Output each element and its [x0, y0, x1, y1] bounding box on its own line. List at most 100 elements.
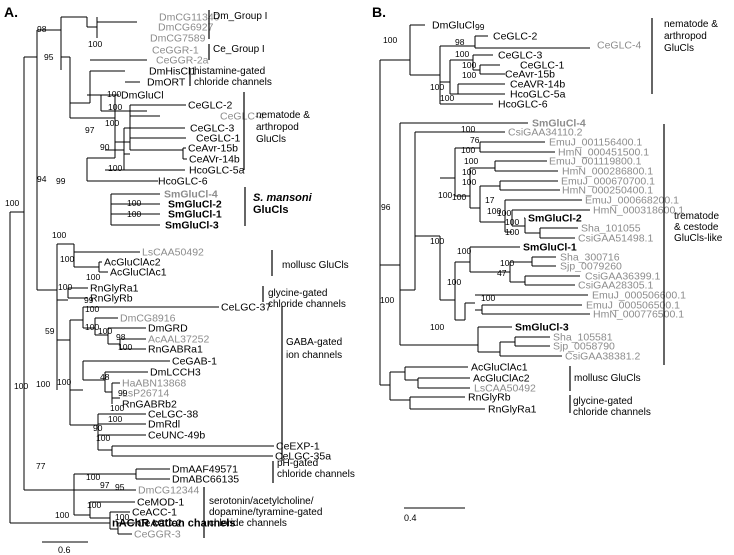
- leaf-label: LsCAA50492: [142, 247, 204, 259]
- leaf-label: HcoGLC-5a: [189, 165, 245, 177]
- bootstrap-value: 100: [440, 93, 454, 103]
- clade-annotation: ion channels: [286, 350, 342, 361]
- clade-annotation: arthropod: [664, 31, 707, 42]
- bootstrap-value: 99: [84, 295, 94, 305]
- leaf-label: EmuJ_000668200.1: [585, 195, 679, 207]
- bootstrap-value: 94: [37, 174, 47, 184]
- leaf-label: CeGLC-1: [520, 60, 565, 72]
- leaf-label: Sjp_0058790: [553, 341, 615, 353]
- clade-annotation: GluCls-like: [674, 233, 723, 244]
- clade-annotation: histamine-gated: [194, 66, 265, 77]
- leaf-label: DmCG11340: [159, 12, 220, 24]
- bootstrap-value: 95: [115, 482, 125, 492]
- bootstrap-value: 100: [500, 258, 514, 268]
- bootstrap-value: 100: [88, 39, 102, 49]
- bootstrap-value: 100: [461, 124, 475, 134]
- leaf-label: EmuJ_001119800.1: [549, 156, 642, 168]
- tree-a-branches: [9, 16, 274, 535]
- leaf-label: DmCG6927: [158, 22, 214, 34]
- bootstrap-value: 100: [5, 198, 19, 208]
- leaf-label: DmORT: [147, 77, 186, 89]
- bootstrap-value: 100: [115, 512, 129, 522]
- leaf-label: DmGluCl: [432, 20, 475, 32]
- bootstrap-value: 100: [430, 82, 444, 92]
- leaf-label: DmABC66135: [172, 474, 239, 486]
- bootstrap-value: 100: [455, 49, 469, 59]
- clade-annotation: & cestode: [674, 222, 719, 233]
- bootstrap-value: 100: [462, 177, 476, 187]
- bootstrap-value: 100: [457, 246, 471, 256]
- bootstrap-value: 100: [383, 35, 397, 45]
- bootstrap-value: 100: [108, 414, 122, 424]
- leaf-label: SmGluCl-2: [528, 213, 582, 225]
- clade-annotation: chloride channels: [573, 407, 651, 418]
- leaf-label: SmGluCl-3: [515, 322, 569, 334]
- leaf-label: HaABN13868: [122, 378, 186, 390]
- leaf-label: Sjp_0079260: [560, 261, 622, 273]
- bootstrap-value: 100: [60, 254, 74, 264]
- leaf-label: CeMOD-1: [137, 497, 184, 509]
- bootstrap-value: 99: [118, 388, 128, 398]
- leaf-label: HmN_000318600.1: [593, 205, 684, 217]
- leaf-label: AcAAL37252: [148, 334, 209, 346]
- bootstrap-value: 100: [481, 293, 495, 303]
- bootstrap-value: 100: [505, 217, 519, 227]
- bootstrap-value: 100: [438, 190, 452, 200]
- leaf-label: CeAVr-14b: [189, 154, 240, 166]
- leaf-label: CeGLC-4: [597, 40, 642, 52]
- clade-annotation: GABA-gated: [286, 337, 342, 348]
- clade-annotation: glycine-gated: [573, 396, 632, 407]
- bootstrap-value: 47: [497, 268, 507, 278]
- leaf-label: DmAAF49571: [172, 464, 238, 476]
- bootstrap-value: 100: [461, 145, 475, 155]
- scale-bar-a-label: 0.6: [58, 545, 71, 555]
- leaf-label: CeGLC-2: [188, 100, 233, 112]
- bootstrap-value: 100: [380, 295, 394, 305]
- leaf-label: CeACC-2: [137, 518, 182, 530]
- leaf-label: RnGABRa1: [148, 344, 203, 356]
- bootstrap-value: 100: [85, 304, 99, 314]
- bootstrap-value: 100: [105, 118, 119, 128]
- leaf-label: DmHisCl1: [149, 66, 196, 78]
- clade-annotation: GluCls: [664, 43, 694, 54]
- leaf-label: EmuJ_000506600.1: [592, 290, 686, 302]
- leaf-label: LsP26714: [122, 388, 169, 400]
- leaf-label: Sha_105581: [553, 332, 613, 344]
- clade-annotation: nematode &: [256, 110, 310, 121]
- bootstrap-value: 100: [127, 198, 141, 208]
- leaf-label: CeGLC-3: [498, 50, 543, 62]
- clade-annotation: dopamine/tyramine-gated: [209, 507, 322, 518]
- bootstrap-value: 100: [487, 206, 501, 216]
- leaf-label: RnGlyRa1: [488, 404, 537, 416]
- leaf-label: nAChR cation channels: [112, 518, 235, 530]
- leaf-label: DmCG8916: [120, 313, 176, 325]
- panel-a-label: A.: [4, 4, 18, 20]
- scale-bar-b-label: 0.4: [404, 513, 417, 523]
- leaf-label: CeEXP-1: [276, 441, 320, 453]
- leaf-label: DmRdl: [148, 419, 180, 431]
- clade-annotation: serotonin/acetylcholine/: [209, 496, 314, 507]
- bootstrap-value: 100: [107, 89, 121, 99]
- bootstrap-value: 96: [381, 202, 391, 212]
- clade-annotation: GluCls: [256, 134, 286, 145]
- leaf-label: SmGluCl-4: [532, 118, 586, 130]
- bootstrap-value: 100: [58, 282, 72, 292]
- leaf-label: RnGlyRb: [90, 293, 133, 305]
- bootstrap-value: 100: [85, 322, 99, 332]
- leaf-label: CeGLC-4: [220, 111, 265, 123]
- leaf-label: CeGGR-2a: [156, 55, 209, 67]
- leaf-label: HmN_000250400.1: [562, 185, 653, 197]
- clade-annotation: GluCls: [253, 204, 288, 216]
- leaf-label: HmN_000776500.1: [593, 309, 684, 321]
- bootstrap-value: 95: [44, 52, 54, 62]
- bootstrap-value: 100: [110, 403, 124, 413]
- bootstrap-value: 100: [36, 379, 50, 389]
- leaf-label: HcoGLC-5a: [510, 89, 566, 101]
- leaf-label: CeAVR-14b: [510, 79, 565, 91]
- leaf-label: DmCG7589: [150, 33, 206, 45]
- bootstrap-value: 76: [470, 135, 480, 145]
- bootstrap-value: 100: [497, 208, 511, 218]
